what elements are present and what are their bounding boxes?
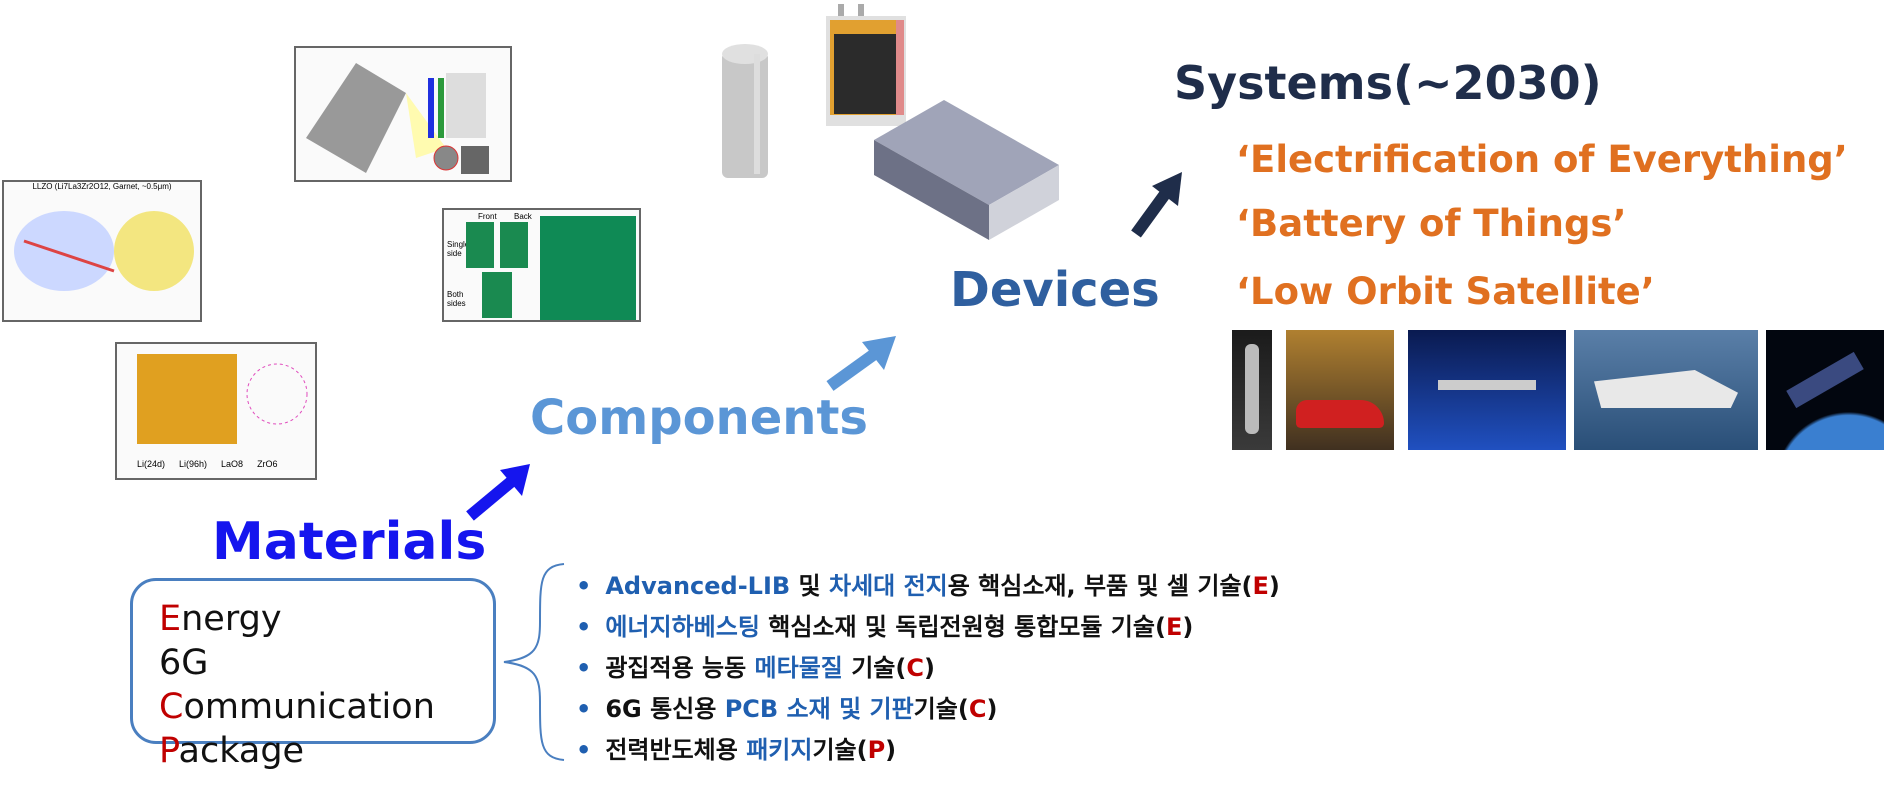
legend-li24d: Li(24d) — [137, 459, 166, 469]
battery-material-figure — [294, 46, 512, 182]
systems-title: Systems(~2030) — [1174, 56, 1602, 110]
label-single-side: Single side — [447, 240, 470, 258]
text: 용 핵심소재, 부품 및 셀 기술( — [947, 572, 1253, 600]
legend-li96h: Li(96h) — [179, 459, 208, 469]
box-line-package: Package — [159, 731, 305, 771]
highlight-text: PCB 소재 및 기판 — [724, 695, 914, 723]
battery-pack-icon — [874, 100, 1059, 240]
text: 6G 통신용 — [605, 695, 725, 723]
box-line-communication: 6G Communication — [159, 643, 435, 727]
air-mobility-photo — [1408, 330, 1566, 450]
list-item: • 에너지하베스팅 핵심소재 및 독립전원형 통합모듈 기술(E) — [576, 607, 1280, 648]
arrow-components-to-devices — [826, 336, 896, 391]
legend-zro6: ZrO6 — [257, 459, 278, 469]
brace-icon — [503, 563, 565, 761]
list-item: • Advanced-LIB 및 차세대 전지용 핵심소재, 부품 및 셀 기술(… — [576, 566, 1280, 607]
highlight-text: 에너지하베스팅 — [605, 613, 760, 641]
highlight-text: 메타물질 — [754, 654, 843, 682]
materials-box: Energy 6G Communication Package — [130, 578, 496, 771]
category-code: C — [968, 695, 987, 723]
bullet-icon: • — [576, 654, 592, 682]
phrase-electrification: ‘Electrification of Everything’ — [1236, 138, 1848, 181]
arrow-materials-to-components — [466, 464, 530, 521]
materials-title: Materials — [212, 512, 487, 572]
text: 전력반도체용 — [605, 736, 747, 764]
category-code: P — [867, 736, 886, 764]
electric-car-photo — [1286, 330, 1394, 450]
highlight-text: 패키지 — [746, 736, 813, 764]
paren: ) — [986, 695, 998, 723]
text: 광집적용 능동 — [605, 654, 755, 682]
crystal-structure-figure: Li(24d) Li(96h) LaO8 ZrO6 — [115, 342, 317, 480]
paren: ) — [1268, 572, 1280, 600]
bullet-icon: • — [576, 736, 592, 764]
highlight-text: 차세대 전지 — [828, 572, 948, 600]
technology-list: • Advanced-LIB 및 차세대 전지용 핵심소재, 부품 및 셀 기술(… — [576, 566, 1280, 771]
text: 기술( — [812, 736, 868, 764]
devices-title: Devices — [950, 262, 1160, 318]
category-code: C — [906, 654, 924, 682]
text: 기술( — [913, 695, 969, 723]
list-item: • 광집적용 능동 메타물질 기술(C) — [576, 648, 1280, 689]
list-item: • 6G 통신용 PCB 소재 및 기판기술(C) — [576, 689, 1280, 730]
paren: ) — [923, 654, 935, 682]
label-both-sides: Both sides — [447, 290, 466, 308]
cylindrical-cell-icon — [722, 44, 768, 178]
membrane-photo-figure: Front Back Single side Both sides — [442, 208, 641, 322]
phrase-low-orbit-satellite: ‘Low Orbit Satellite’ — [1236, 270, 1655, 313]
phrase-battery-of-things: ‘Battery of Things’ — [1236, 202, 1627, 245]
label-back: Back — [514, 212, 532, 221]
legend-lao8: LaO8 — [221, 459, 244, 469]
llzo-structure-figure: LLZO (Li7La3Zr2O12, Garnet, ~0.5μm) — [2, 180, 202, 322]
humanoid-robot-photo — [1232, 330, 1272, 450]
text: 기술( — [842, 654, 907, 682]
electric-boat-photo — [1574, 330, 1758, 450]
bullet-icon: • — [576, 572, 592, 600]
box-line-energy: Energy — [159, 599, 282, 639]
satellite-photo — [1766, 330, 1884, 450]
llzo-caption: LLZO (Li7La3Zr2O12, Garnet, ~0.5μm) — [32, 182, 172, 191]
text: 및 — [790, 572, 829, 600]
paren: ) — [1182, 613, 1194, 641]
label-front: Front — [478, 212, 497, 221]
list-item: • 전력반도체용 패키지기술(P) — [576, 730, 1280, 771]
highlight-text: Advanced-LIB — [605, 572, 791, 600]
arrow-devices-to-systems — [1131, 172, 1182, 238]
pouch-cell-icon — [826, 4, 906, 126]
components-title: Components — [530, 390, 868, 446]
category-code: E — [1165, 613, 1183, 641]
category-code: E — [1252, 572, 1269, 600]
paren: ) — [885, 736, 897, 764]
text: 핵심소재 및 독립전원형 통합모듈 기술( — [759, 613, 1166, 641]
bullet-icon: • — [576, 695, 592, 723]
bullet-icon: • — [576, 613, 592, 641]
